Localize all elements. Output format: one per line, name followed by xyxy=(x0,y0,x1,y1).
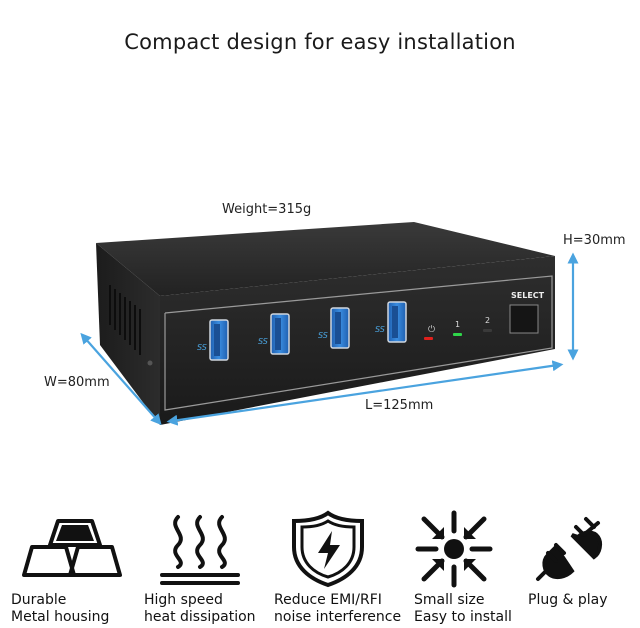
usb-ss-logo: SS xyxy=(318,331,328,340)
feature-emi: Reduce EMI/RFI noise interference xyxy=(274,505,404,628)
feature-small: Small size Easy to install xyxy=(414,505,544,628)
usb-port-tongue xyxy=(275,318,281,350)
feature-line2: heat dissipation xyxy=(144,609,256,625)
power-led xyxy=(424,337,433,340)
plug-socket-icon xyxy=(536,517,603,581)
compress-arrows-icon xyxy=(415,510,493,588)
height-label: H=30mm xyxy=(563,233,626,248)
led-1 xyxy=(453,333,462,336)
headline: Compact design for easy installation xyxy=(124,30,516,54)
feature-line1: Plug & play xyxy=(528,592,608,608)
usb-port-tongue xyxy=(335,312,341,344)
width-label: W=80mm xyxy=(44,375,110,390)
heat-waves-icon xyxy=(160,515,240,585)
feature-line1: Small size xyxy=(414,592,485,608)
length-arrow xyxy=(166,360,564,426)
device-top-face xyxy=(96,222,555,296)
led-label-1: 1 xyxy=(455,320,460,329)
usb-ss-logo: SS xyxy=(197,343,207,352)
feature-line2: Metal housing xyxy=(11,609,110,625)
feature-heat: High speed heat dissipation xyxy=(144,505,274,628)
feature-caption: Plug & play xyxy=(528,592,640,609)
feature-line1: High speed xyxy=(144,592,223,608)
gold-bars-icon xyxy=(22,519,122,577)
led-label-2: 2 xyxy=(485,316,490,325)
shield-lightning-icon xyxy=(292,510,364,588)
usb-port-tongue xyxy=(214,324,220,356)
feature-caption: Reduce EMI/RFI noise interference xyxy=(274,592,404,626)
feature-line2: noise interference xyxy=(274,609,402,625)
power-icon: ⏻ xyxy=(428,324,435,335)
feature-durable: Durable Metal housing xyxy=(11,505,146,628)
feature-line1: Durable xyxy=(11,592,67,608)
width-arrow xyxy=(80,332,162,426)
front-frame xyxy=(164,275,553,411)
select-label: SELECT xyxy=(511,291,545,300)
feature-line2: Easy to install xyxy=(414,609,512,625)
length-label: L=125mm xyxy=(365,398,434,413)
feature-caption: High speed heat dissipation xyxy=(144,592,274,626)
select-button xyxy=(509,304,539,334)
led-2 xyxy=(483,329,492,332)
usb-switch-device: SS SS SS SS ⏻ 1 2 SELECT xyxy=(80,222,579,426)
feature-caption: Small size Easy to install xyxy=(414,592,544,626)
feature-plug: Plug & play xyxy=(526,505,640,628)
feature-caption: Durable Metal housing xyxy=(11,592,141,626)
usb-port-tongue xyxy=(392,306,398,338)
side-screw xyxy=(147,360,153,366)
usb-ss-logo: SS xyxy=(375,325,385,334)
usb-ports: SS SS SS SS xyxy=(197,301,407,361)
usb-ss-logo: SS xyxy=(258,337,268,346)
feature-strip: Durable Metal housing High speed heat di… xyxy=(0,505,640,628)
weight-label: Weight=315g xyxy=(222,202,312,217)
feature-line1: Reduce EMI/RFI xyxy=(274,592,382,608)
